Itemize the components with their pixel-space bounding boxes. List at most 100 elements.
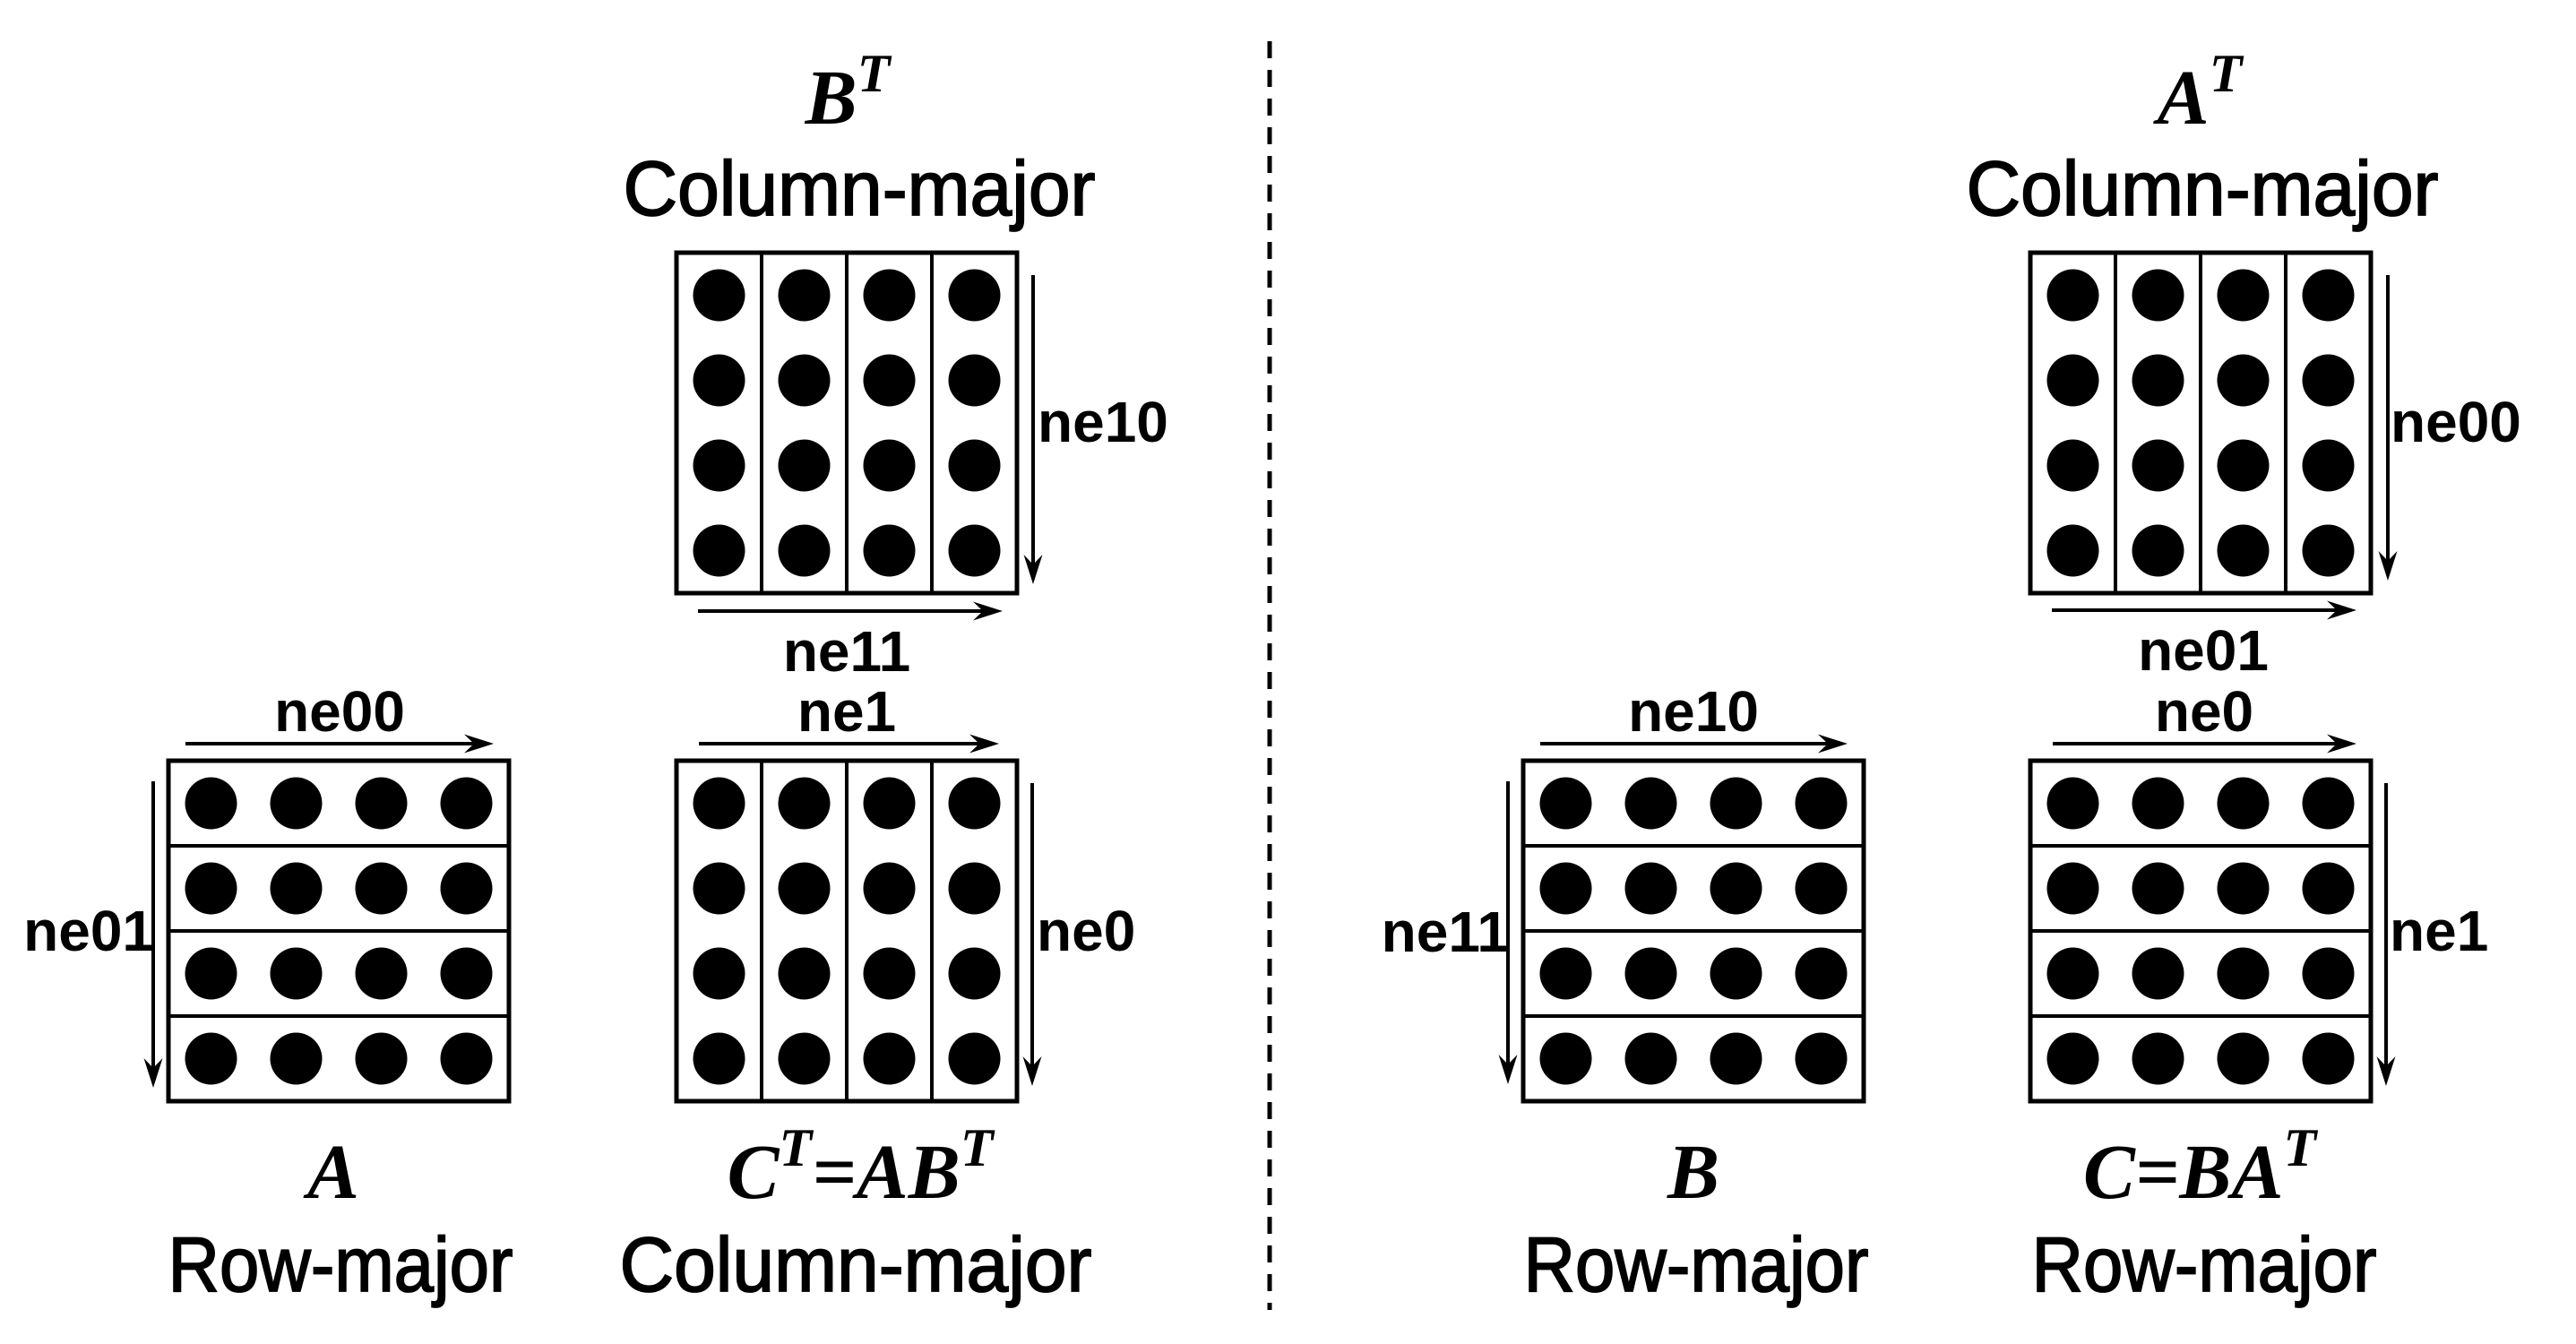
element-dot: [948, 777, 1001, 830]
element-dot: [1710, 777, 1762, 830]
element-dot: [1795, 947, 1848, 1000]
element-dot: [1624, 947, 1677, 1000]
element-dot: [355, 862, 408, 915]
matrix-a-ne00-arrow: [185, 734, 494, 754]
element-dot: [2132, 269, 2184, 322]
element-dot: [778, 439, 831, 492]
matrix-at-title: AT: [2153, 44, 2244, 141]
element-dot: [778, 947, 831, 1000]
element-dot: [270, 947, 323, 1000]
matrix-ct-equation-eq-ab: =AB: [812, 1128, 961, 1215]
arrow-head: [2378, 551, 2398, 581]
element-dot: [2046, 862, 2099, 915]
element-dot: [2046, 947, 2099, 1000]
element-dot: [440, 862, 493, 915]
matrix-at-ne01-label: ne01: [2138, 618, 2269, 683]
element-dot: [1710, 862, 1762, 915]
matrix-at-title-superscript: T: [2210, 44, 2244, 103]
element-dot: [948, 524, 1001, 577]
panel-c: ne0 ne1 C=BAT Row-major: [2028, 679, 2488, 1309]
element-dot: [863, 947, 916, 1000]
element-dot: [2132, 354, 2184, 407]
element-dot: [2302, 777, 2355, 830]
element-dot: [2217, 777, 2270, 830]
matrix-c-grid: [2028, 758, 2374, 1104]
arrow-head: [2327, 600, 2356, 620]
matrix-bt-grid: [674, 250, 1020, 596]
element-dot: [778, 269, 831, 322]
arrow-head: [1498, 1055, 1518, 1084]
element-dot: [2302, 862, 2355, 915]
element-dot: [2217, 524, 2270, 577]
element-dot: [693, 777, 745, 830]
element-dot: [2217, 354, 2270, 407]
arrow-head: [464, 734, 494, 754]
element-dot: [2302, 1032, 2355, 1085]
matrix-ct-storage-label: Column-major: [620, 1222, 1092, 1308]
element-dot: [693, 862, 745, 915]
element-dot: [2046, 269, 2099, 322]
element-dot: [1795, 777, 1848, 830]
element-dot: [2046, 439, 2099, 492]
arrow-head: [1818, 734, 1848, 754]
element-dot: [270, 862, 323, 915]
arrow-head: [2327, 734, 2356, 754]
element-dot: [440, 777, 493, 830]
matrix-c-storage-label: Row-major: [2032, 1222, 2377, 1308]
element-dot: [948, 439, 1001, 492]
element-dot: [2132, 524, 2184, 577]
element-dot: [863, 269, 916, 322]
matrix-b-ne11-arrow: [1498, 781, 1518, 1084]
element-dot: [2132, 777, 2184, 830]
matrix-a-storage-label: Row-major: [168, 1222, 513, 1308]
element-dot: [270, 777, 323, 830]
element-dot: [2217, 947, 2270, 1000]
matrix-b-storage-label: Row-major: [1524, 1222, 1869, 1308]
element-dot: [2302, 354, 2355, 407]
matrix-bt-title: BT: [805, 44, 892, 141]
element-dot: [863, 862, 916, 915]
matrix-a-equation-text: A: [303, 1128, 359, 1215]
element-dot: [948, 269, 1001, 322]
element-dot: [693, 947, 745, 1000]
element-dot: [1539, 777, 1592, 830]
element-dot: [693, 354, 745, 407]
matrix-bt-ne11-arrow: [698, 601, 1003, 621]
element-dot: [185, 947, 237, 1000]
element-dot: [1539, 862, 1592, 915]
element-dot: [778, 524, 831, 577]
arrow-head: [143, 1058, 163, 1088]
element-dot: [1539, 1032, 1592, 1085]
panel-at: AT Column-major ne00 ne01: [1966, 44, 2521, 683]
matrix-a-ne00-label: ne00: [274, 679, 405, 744]
matrix-b-grid: [1521, 758, 1866, 1104]
element-dot: [355, 947, 408, 1000]
matrix-at-ne00-label: ne00: [2391, 390, 2521, 454]
element-dot: [355, 1032, 408, 1085]
element-dot: [2217, 439, 2270, 492]
matrix-c-equation-sup: T: [2284, 1118, 2319, 1177]
matrix-c-equation-eq-ba: =BA: [2135, 1128, 2284, 1215]
element-dot: [1710, 947, 1762, 1000]
matrix-c-ne1-arrow: [2376, 783, 2396, 1086]
matrix-b-ne10-arrow: [1540, 734, 1848, 754]
matrix-bt-title-base: B: [805, 54, 857, 141]
element-dot: [2132, 947, 2184, 1000]
element-dot: [863, 1032, 916, 1085]
matrix-bt-ne11-label: ne11: [783, 619, 910, 684]
element-dot: [185, 1032, 237, 1085]
element-dot: [2132, 862, 2184, 915]
arrow-head: [1022, 1056, 1042, 1086]
element-dot: [2132, 1032, 2184, 1085]
element-dot: [2046, 777, 2099, 830]
matrix-ct-grid: [674, 758, 1020, 1104]
element-dot: [1624, 1032, 1677, 1085]
matrix-ct-equation: CT=ABT: [728, 1118, 995, 1215]
element-dot: [2046, 354, 2099, 407]
element-dot: [355, 777, 408, 830]
arrow-head: [2376, 1056, 2396, 1086]
element-dot: [778, 1032, 831, 1085]
panel-ct: ne1 ne0 CT=ABT Column-major: [619, 679, 1136, 1309]
element-dot: [863, 777, 916, 830]
